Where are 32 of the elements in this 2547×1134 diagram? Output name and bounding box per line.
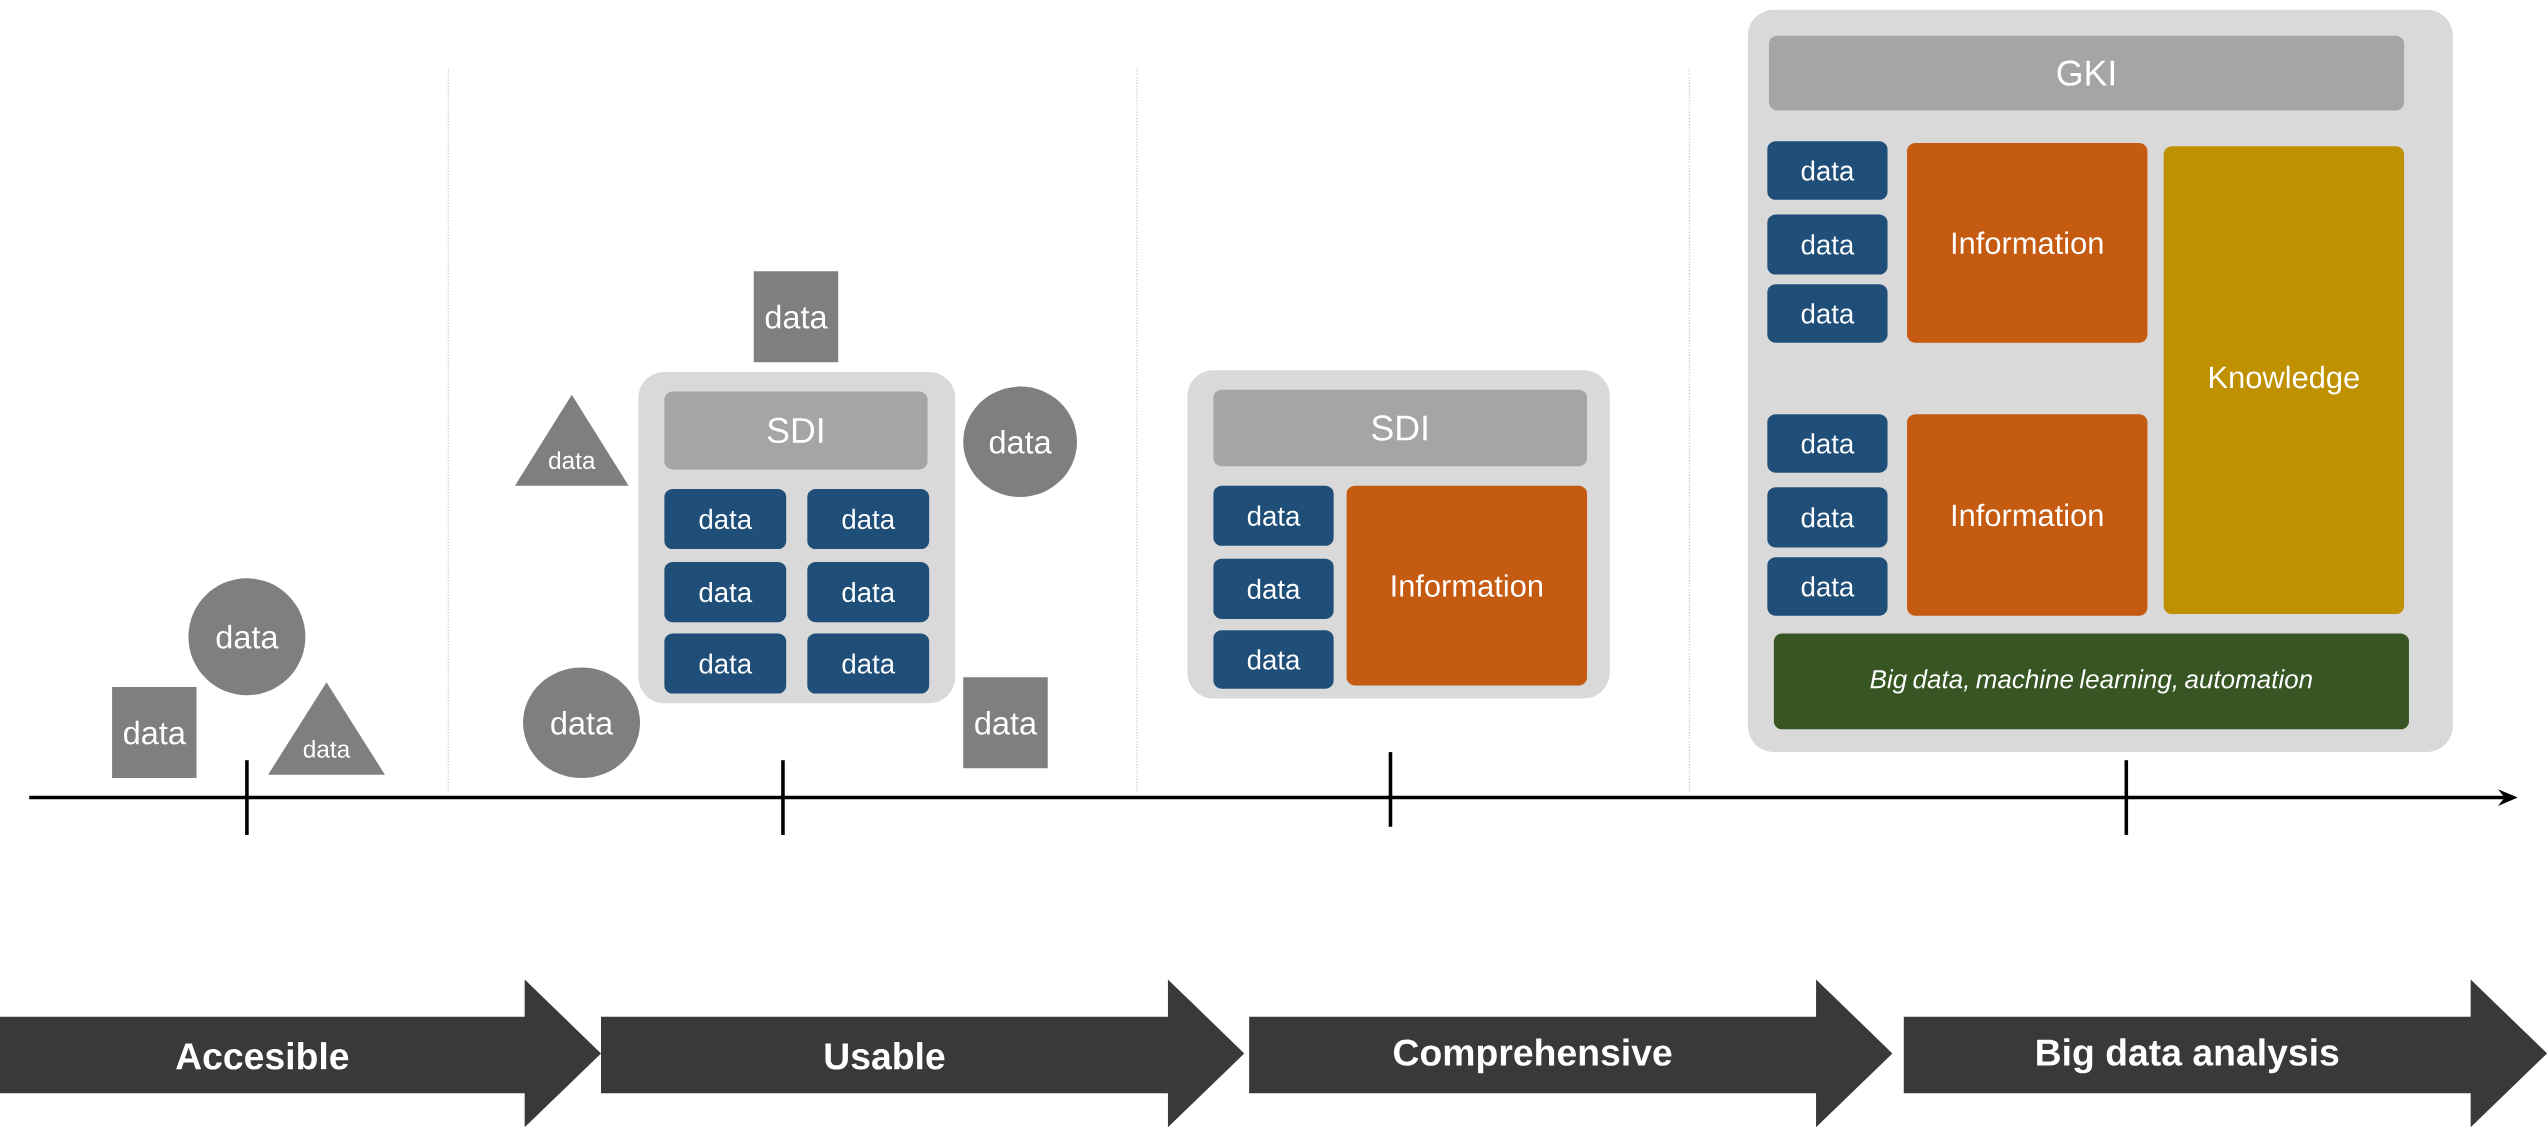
data-box: data bbox=[1213, 485, 1334, 546]
data-box: data bbox=[807, 489, 930, 550]
data-box: data bbox=[1767, 141, 1888, 200]
stage-banner: Big data analysis bbox=[1903, 979, 2547, 1128]
data-triangle: data bbox=[514, 394, 629, 486]
information-box: Information bbox=[1907, 143, 2148, 343]
data-square: data bbox=[112, 687, 197, 779]
data-box: data bbox=[1767, 214, 1888, 275]
sdi-box: SDI bbox=[1213, 389, 1587, 467]
data-triangle: data bbox=[268, 682, 385, 775]
data-box: data bbox=[1213, 630, 1334, 689]
data-box: data bbox=[1767, 284, 1888, 343]
data-square: data bbox=[753, 271, 839, 363]
data-box: data bbox=[664, 633, 787, 694]
technology-band: Big data, machine learning, automation bbox=[1773, 633, 2409, 730]
stage-banner: Comprehensive bbox=[1249, 979, 1893, 1128]
data-box: data bbox=[664, 562, 787, 623]
data-box: data bbox=[807, 562, 930, 623]
stage-banner: Accesible bbox=[0, 979, 601, 1128]
data-box: data bbox=[1767, 487, 1888, 548]
data-box: data bbox=[807, 633, 930, 694]
information-box: Information bbox=[1907, 414, 2148, 616]
data-box: data bbox=[1767, 557, 1888, 616]
sdi-box: SDI bbox=[664, 391, 928, 470]
data-square: data bbox=[963, 677, 1048, 769]
stage-banner: Usable bbox=[601, 979, 1245, 1128]
data-box: data bbox=[664, 489, 787, 550]
information-box: Information bbox=[1346, 485, 1587, 686]
gki-box: GKI bbox=[1768, 35, 2405, 111]
knowledge-box: Knowledge bbox=[2163, 146, 2405, 615]
data-box: data bbox=[1213, 558, 1334, 619]
data-box: data bbox=[1767, 414, 1888, 473]
